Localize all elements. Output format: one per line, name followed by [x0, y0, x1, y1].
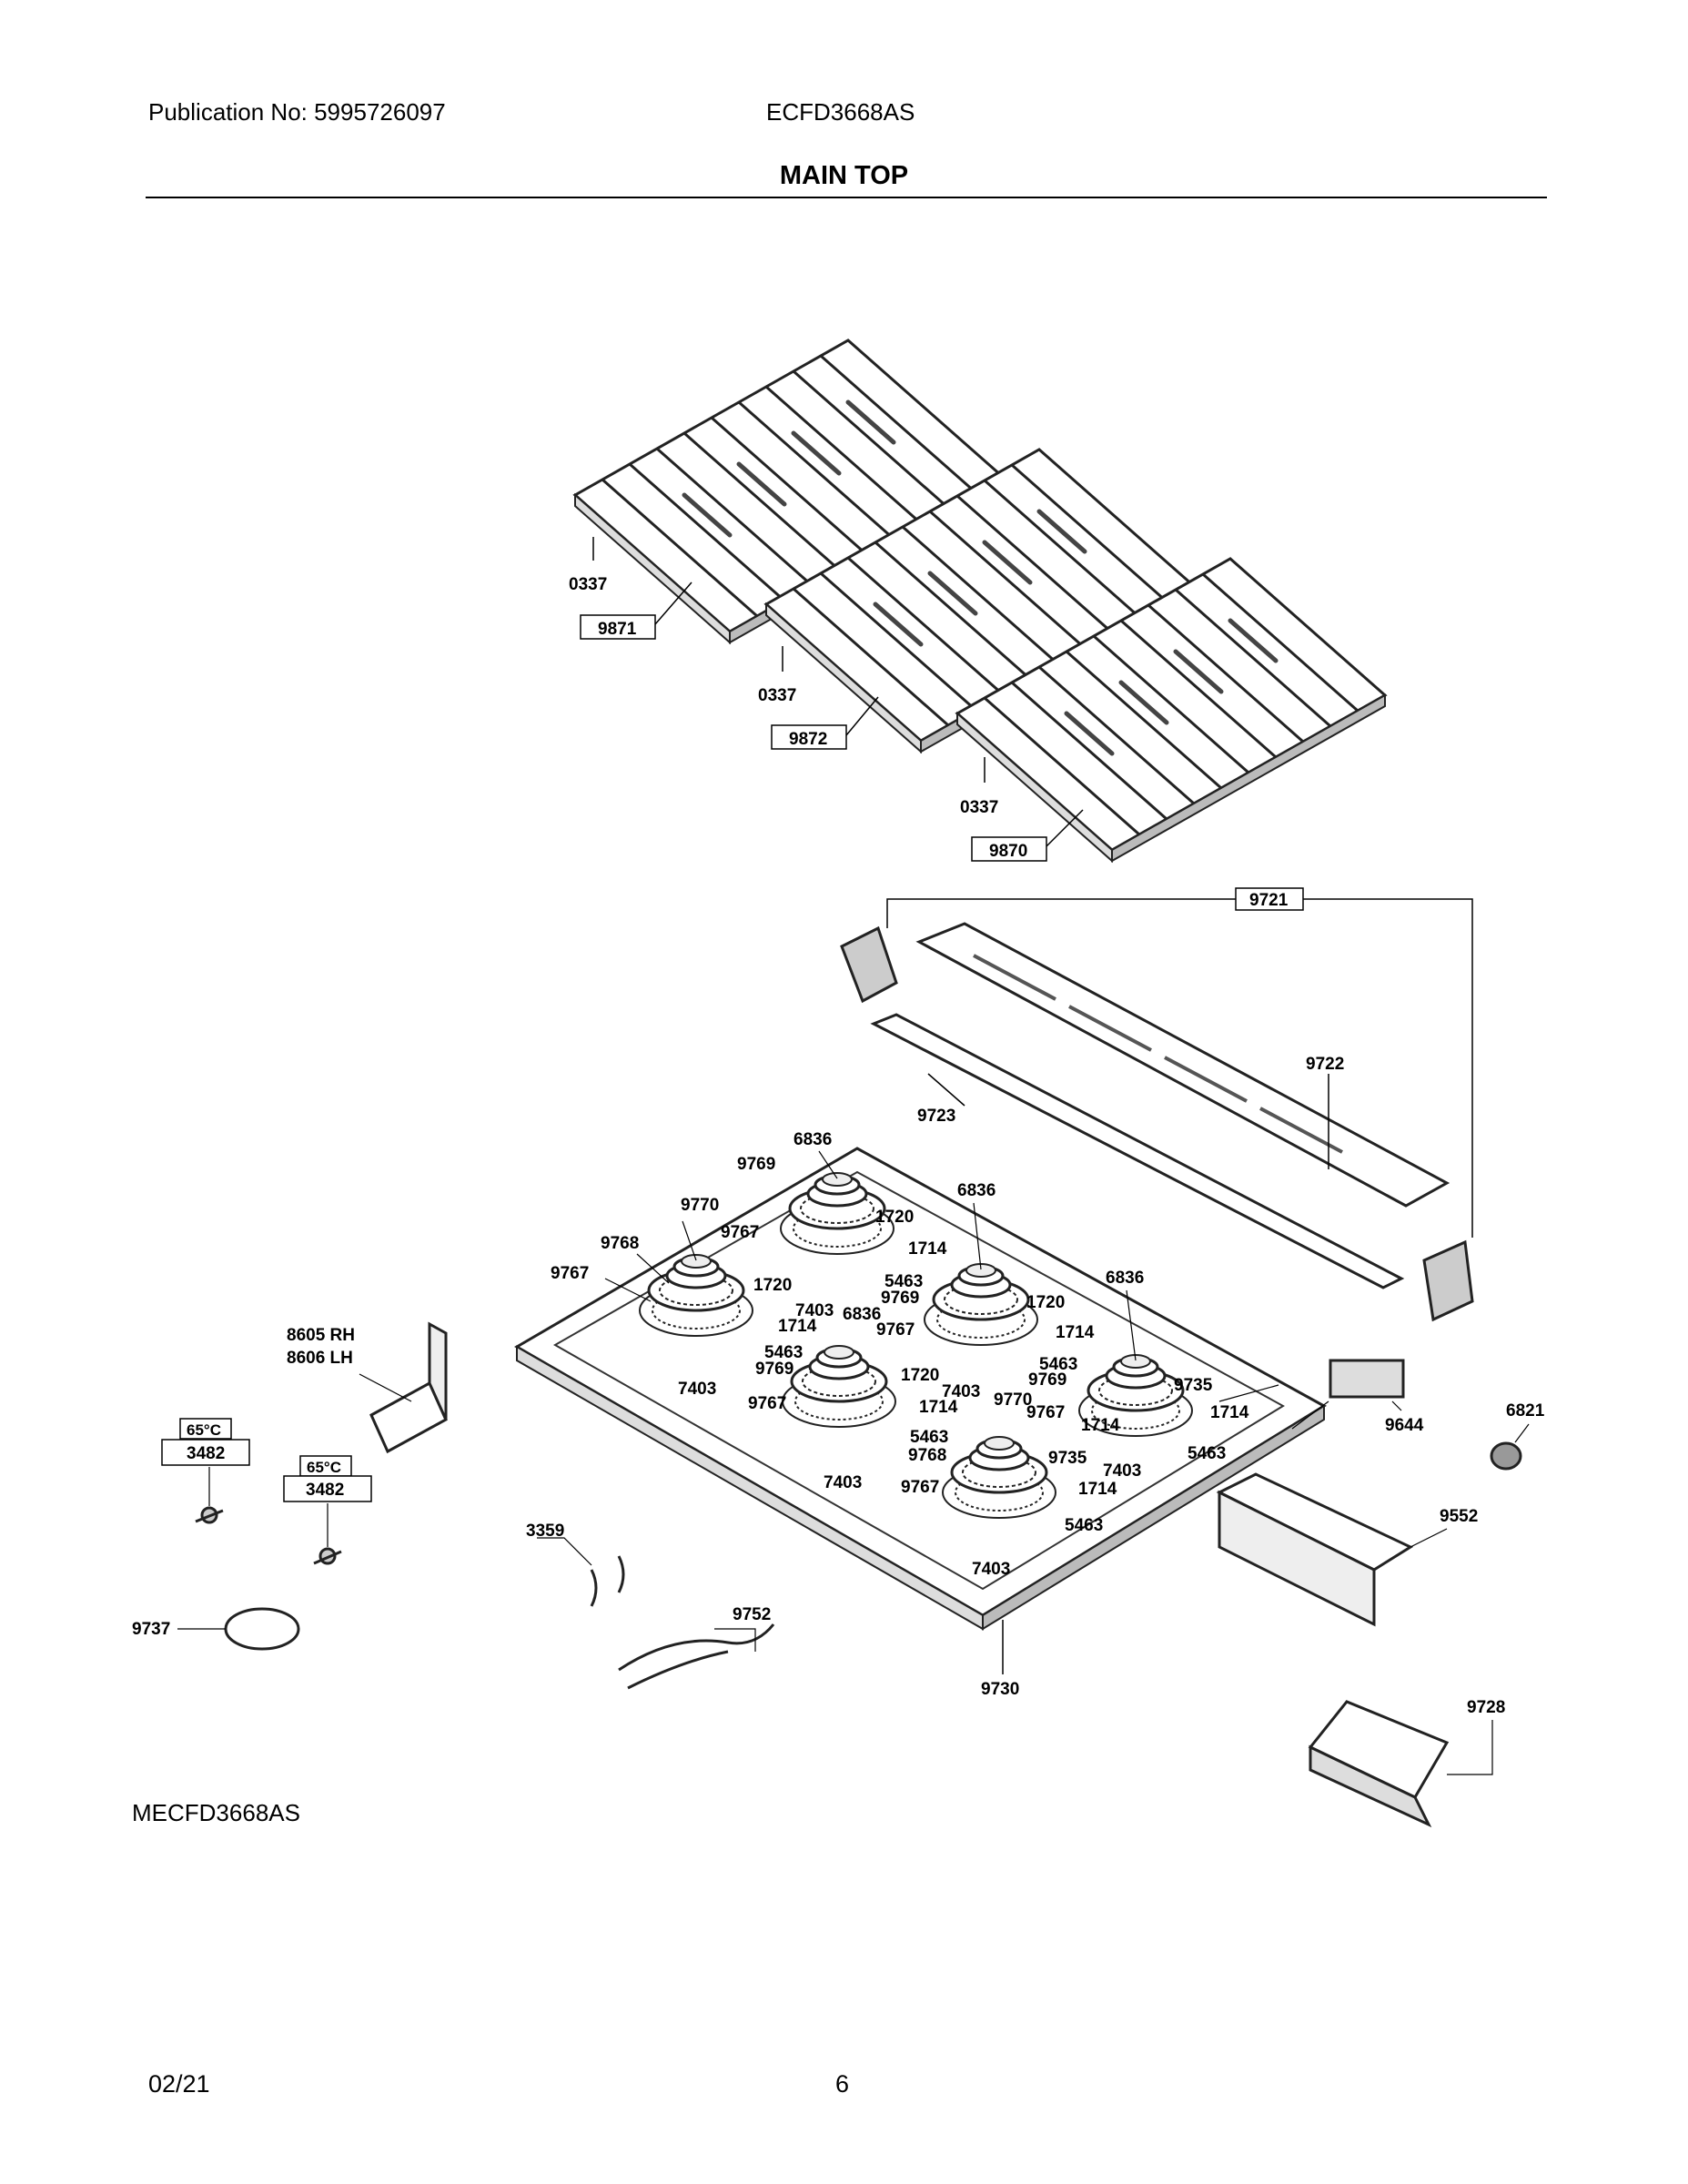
part-label-p9767d: 9767 [748, 1394, 786, 1413]
part-label-p1714f: 1714 [1081, 1416, 1120, 1435]
end-cap-right [1422, 1239, 1474, 1322]
part-label-p5463d: 5463 [910, 1428, 948, 1447]
part-label-p1714g: 1714 [1078, 1480, 1117, 1499]
part-label-p1720a: 1720 [875, 1208, 914, 1227]
gasket-9737 [224, 1607, 300, 1651]
part-label-p9767f: 9767 [901, 1478, 939, 1497]
part-label-p7403a: 7403 [795, 1301, 834, 1320]
part-label-p9552: 9552 [1440, 1507, 1478, 1526]
nut-6821 [1490, 1441, 1522, 1471]
part-label-t65b: 65°C [307, 1459, 341, 1476]
header-rule [146, 197, 1547, 198]
diagram-code: MECFD3668AS [132, 1799, 300, 1826]
part-label-p5463a: 5463 [884, 1272, 923, 1291]
part-label-p9752: 9752 [733, 1605, 771, 1624]
part-label-p8605: 8605 RH [287, 1326, 355, 1345]
part-label-p1714d: 1714 [919, 1398, 958, 1417]
publication-number: Publication No: 5995726097 [148, 98, 446, 126]
part-label-p7403e: 7403 [824, 1473, 862, 1492]
thermostat-3482-b [313, 1547, 342, 1565]
part-label-p9767a: 9767 [721, 1223, 759, 1242]
part-label-p3359: 3359 [526, 1522, 564, 1541]
part-label-p9728: 9728 [1467, 1698, 1505, 1717]
page-number: 6 [835, 2070, 850, 2098]
part-label-p3482b: 3482 [306, 1481, 344, 1500]
thermostat-3482-a [195, 1506, 224, 1524]
part-label-t65a: 65°C [187, 1421, 221, 1439]
part-label-p9722: 9722 [1306, 1055, 1344, 1074]
part-label-p9769b: 9769 [881, 1289, 919, 1308]
part-label-p9768b: 9768 [908, 1446, 946, 1465]
part-label-p7403f: 7403 [972, 1560, 1010, 1579]
part-label-p5463b: 5463 [764, 1343, 803, 1362]
part-label-p9872: 9872 [789, 730, 827, 749]
part-label-p9767b: 9767 [551, 1264, 589, 1283]
part-label-p9730: 9730 [981, 1680, 1019, 1699]
part-label-p9767e: 9767 [1026, 1403, 1065, 1422]
part-label-p9770b: 9770 [994, 1390, 1032, 1410]
part-label-p1720b: 1720 [753, 1276, 792, 1295]
part-label-p5463c: 5463 [1039, 1355, 1077, 1374]
part-label-p9769d: 9769 [1028, 1370, 1066, 1390]
part-label-p3482a: 3482 [187, 1444, 225, 1463]
part-label-p9737: 9737 [132, 1620, 170, 1639]
part-label-p1714c: 1714 [1056, 1323, 1095, 1342]
part-label-p5463f: 5463 [1065, 1516, 1103, 1535]
part-label-p9768a: 9768 [601, 1234, 639, 1253]
part-label-p9735a: 9735 [1174, 1376, 1213, 1395]
part-label-p0337c: 0337 [960, 798, 998, 817]
part-label-p9723: 9723 [917, 1107, 955, 1126]
part-label-p6821: 6821 [1506, 1401, 1545, 1421]
part-label-p9767c: 9767 [876, 1320, 915, 1340]
publication-date: 02/21 [148, 2070, 210, 2098]
part-label-p1720d: 1720 [901, 1366, 939, 1385]
rail-9723 [870, 1013, 1405, 1289]
part-label-p9769c: 9769 [755, 1360, 793, 1379]
part-label-p0337a: 0337 [569, 575, 607, 594]
back-trim-9722 [915, 922, 1450, 1208]
part-label-p5463e: 5463 [1188, 1444, 1226, 1463]
part-label-p1714b: 1714 [778, 1317, 817, 1336]
part-label-p6836d: 6836 [843, 1305, 881, 1324]
part-label-p9769a: 9769 [737, 1155, 775, 1174]
model-number: ECFD3668AS [766, 98, 915, 126]
part-label-p6836b: 6836 [957, 1181, 996, 1200]
part-label-p9770a: 9770 [681, 1196, 719, 1215]
page-title: MAIN TOP [779, 161, 909, 190]
part-label-p1714a: 1714 [908, 1239, 947, 1259]
part-label-p7403d: 7403 [1103, 1461, 1141, 1481]
part-label-p9870: 9870 [989, 842, 1027, 861]
part-label-p9735b: 9735 [1048, 1449, 1087, 1468]
part-label-p7403b: 7403 [678, 1380, 716, 1399]
end-cap-left [840, 925, 898, 1004]
spark-module-9644 [1329, 1359, 1405, 1399]
part-label-p1720c: 1720 [1026, 1293, 1065, 1312]
part-label-p8606: 8606 LH [287, 1349, 353, 1368]
part-label-p1714e: 1714 [1210, 1403, 1249, 1422]
part-label-p9644: 9644 [1385, 1416, 1424, 1435]
part-label-p6836c: 6836 [1106, 1269, 1144, 1288]
clips-3359 [590, 1555, 625, 1607]
part-label-p0337b: 0337 [758, 686, 796, 705]
part-label-p6836a: 6836 [793, 1130, 832, 1149]
part-label-p9721: 9721 [1249, 891, 1289, 910]
harness-9752 [618, 1623, 775, 1690]
part-label-p7403c: 7403 [942, 1382, 980, 1401]
part-label-p9871: 9871 [598, 620, 637, 639]
